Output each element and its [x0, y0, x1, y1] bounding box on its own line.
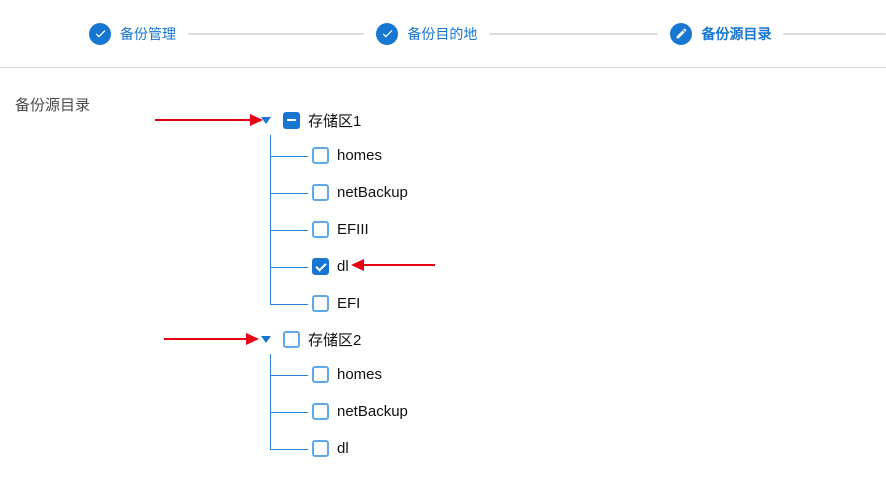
step-connector-line — [489, 32, 659, 35]
tree-node-storage-2[interactable]: 存储区2 — [255, 322, 408, 356]
pencil-icon — [676, 28, 687, 39]
tree-branch-line — [270, 354, 271, 449]
expand-triangle-icon[interactable] — [261, 116, 271, 124]
annotation-arrow-storage2-expander — [164, 333, 259, 345]
checkbox-efi[interactable] — [312, 295, 329, 312]
checkbox-storage-1[interactable] — [283, 111, 300, 129]
step-current-icon — [670, 22, 693, 45]
tree-node-label: dl — [337, 440, 349, 457]
tree-node-efiii[interactable]: EFIII — [270, 211, 408, 248]
step-backup-source-directory[interactable]: 备份源目录 — [670, 22, 772, 45]
step-label: 备份源目录 — [701, 25, 772, 42]
section-label: 备份源目录 — [15, 97, 91, 114]
step-connector-line — [783, 32, 886, 35]
wizard-stepper: 备份管理 备份目的地 备份源目录 — [0, 0, 886, 68]
step-backup-destination[interactable]: 备份目的地 — [376, 22, 478, 45]
annotation-arrow-storage1-expander — [155, 114, 263, 126]
checkbox-dl-2[interactable] — [312, 440, 329, 457]
tree-node-storage-1[interactable]: 存储区1 — [255, 103, 408, 137]
checkbox-dl[interactable] — [312, 258, 329, 275]
tree-children-storage-1: homes netBackup EFIII dl EFI — [270, 135, 408, 322]
tree-node-dl[interactable]: dl — [270, 248, 408, 285]
step-connector-line — [188, 32, 365, 35]
arrow-shaft — [164, 338, 248, 340]
tree-node-efi[interactable]: EFI — [270, 285, 408, 322]
tree-node-homes-2[interactable]: homes — [270, 356, 408, 393]
expand-triangle-icon[interactable] — [261, 335, 271, 343]
checkbox-homes-2[interactable] — [312, 366, 329, 383]
tree-node-netbackup-2[interactable]: netBackup — [270, 393, 408, 430]
checkbox-netbackup[interactable] — [312, 184, 329, 201]
tree-node-label: 存储区2 — [308, 331, 362, 349]
tree-node-label: dl — [337, 258, 349, 275]
checkbox-homes[interactable] — [312, 147, 329, 164]
checkbox-efiii[interactable] — [312, 221, 329, 238]
tree-node-label: EFI — [337, 295, 361, 312]
tree-node-label: homes — [337, 147, 383, 164]
tree-node-label: EFIII — [337, 221, 369, 238]
checkbox-storage-2[interactable] — [283, 330, 300, 348]
step-completed-icon — [376, 22, 399, 45]
wizard-content: 备份源目录 存储区1 homes netBackup — [0, 68, 886, 482]
tree-node-label: netBackup — [337, 184, 408, 201]
check-icon — [382, 30, 393, 38]
tree-node-label: homes — [337, 366, 383, 383]
tree-node-label: 存储区1 — [308, 112, 362, 130]
step-completed-icon — [89, 22, 111, 45]
tree-node-netbackup[interactable]: netBackup — [270, 174, 408, 211]
checkbox-netbackup-2[interactable] — [312, 403, 329, 420]
tree-node-homes[interactable]: homes — [270, 137, 408, 174]
tree-children-storage-2: homes netBackup dl — [270, 354, 408, 467]
step-backup-management[interactable]: 备份管理 — [89, 22, 176, 45]
source-directory-tree: 存储区1 homes netBackup EFIII dl — [255, 103, 408, 467]
step-label: 备份目的地 — [407, 25, 478, 42]
step-label: 备份管理 — [120, 25, 176, 42]
arrow-shaft — [155, 119, 252, 121]
check-icon — [95, 30, 105, 38]
tree-branch-line — [270, 135, 271, 304]
tree-node-label: netBackup — [337, 403, 408, 420]
tree-node-dl-2[interactable]: dl — [270, 430, 408, 467]
